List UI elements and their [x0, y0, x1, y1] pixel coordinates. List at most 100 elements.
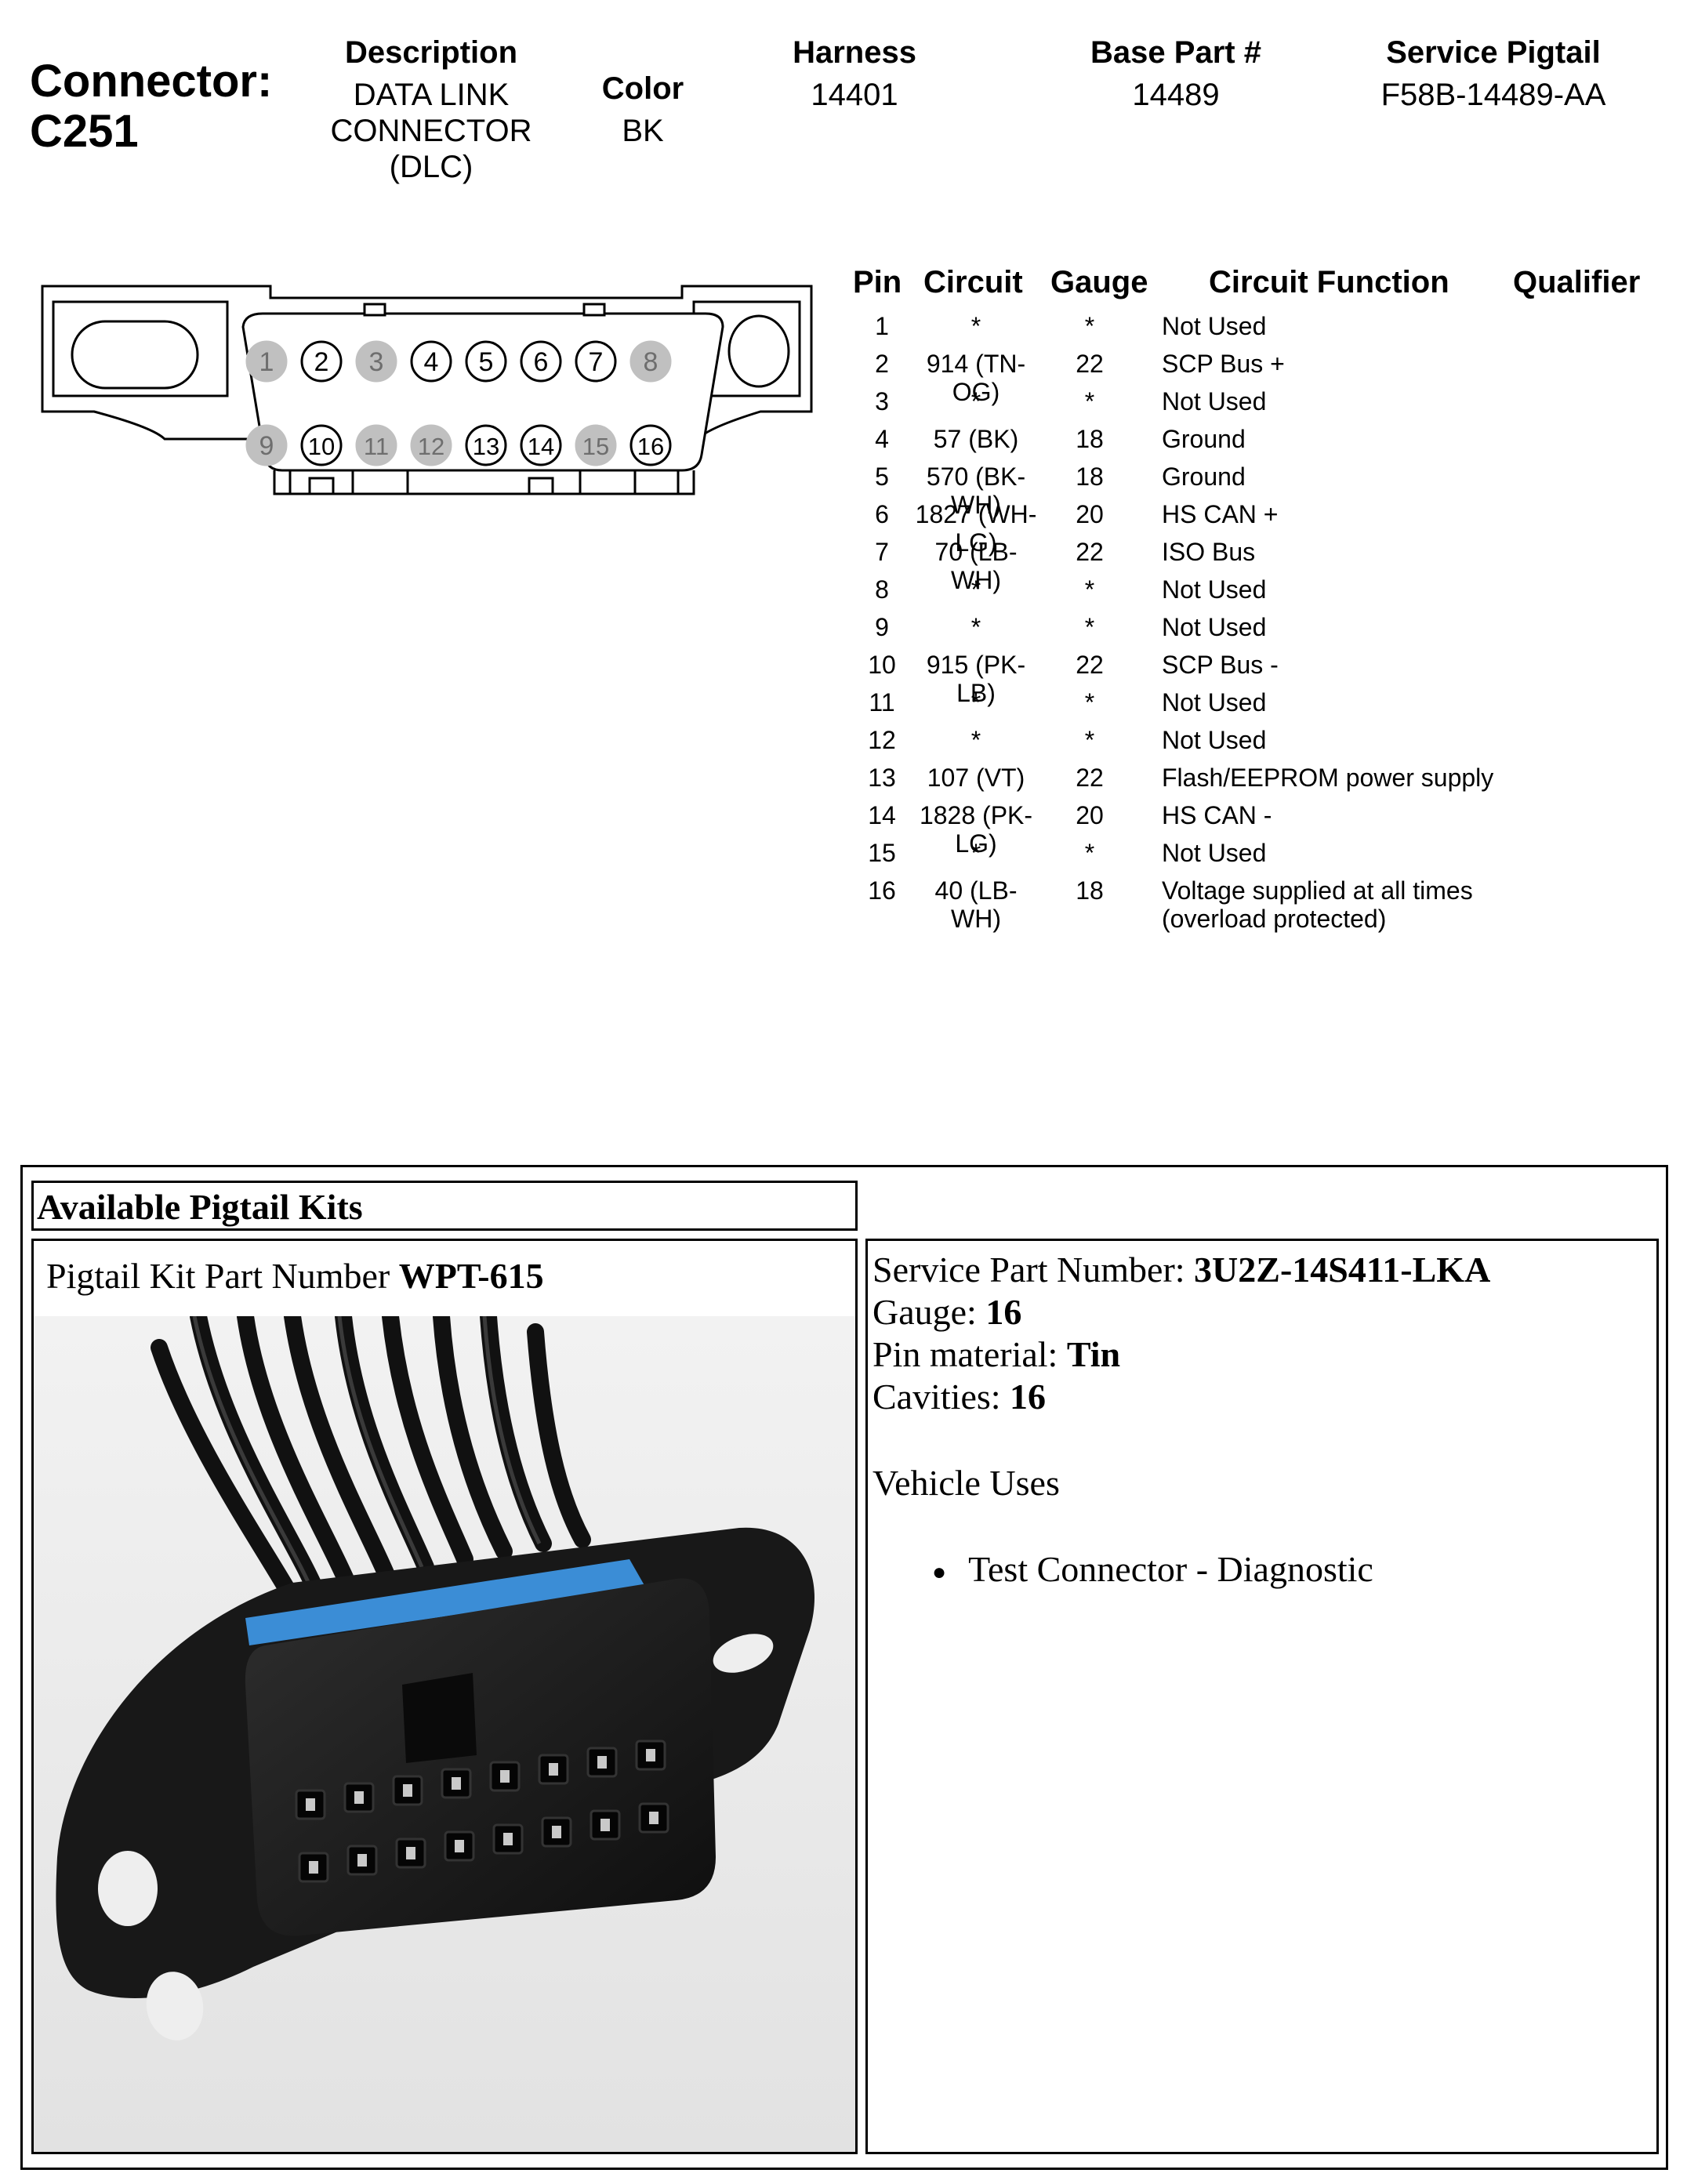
service-pigtail-heading: Service Pigtail	[1386, 35, 1601, 70]
service-part-panel: Service Part Number: 3U2Z-14S411-LKA Gau…	[865, 1239, 1659, 2154]
cavity-terminal	[600, 1819, 610, 1831]
pin-8: 8	[629, 340, 672, 383]
table-row: 12**Not Used	[823, 726, 1670, 754]
pin-10: 10	[300, 424, 343, 466]
kit-part-value: WPT-615	[398, 1256, 544, 1296]
harness-column: Harness 14401	[753, 34, 956, 113]
gauge-cell: *	[1084, 387, 1095, 415]
description-line-1: DATA LINK	[353, 78, 510, 112]
gauge-cell: 22	[1076, 538, 1104, 566]
pin-label: 9	[259, 431, 274, 461]
pin-number-cell: 12	[868, 726, 896, 754]
base-part-column: Base Part # 14489	[1050, 34, 1301, 113]
pin-circle	[575, 340, 617, 383]
pin-circle	[410, 424, 452, 466]
cavity-terminal	[549, 1763, 558, 1776]
cavity-terminal	[552, 1826, 561, 1838]
cavities-label: Cavities:	[873, 1377, 1010, 1417]
bullet-icon: ●	[932, 1559, 947, 1586]
gauge-cell: *	[1084, 726, 1095, 754]
pin-circle	[245, 424, 288, 466]
pin-2: 2	[300, 340, 343, 383]
pin-6: 6	[520, 340, 562, 383]
right-mount-hole	[727, 314, 790, 388]
pin-circle	[300, 340, 343, 383]
circuit-cell: 1827 (WH- LG)	[915, 500, 1037, 557]
cavity-terminal	[649, 1812, 658, 1824]
circuit-function-cell: HS CAN +	[1162, 500, 1279, 528]
circuit-function-cell: Ground	[1162, 425, 1246, 453]
color-value: BK	[622, 114, 664, 148]
cavity-terminal	[403, 1784, 412, 1797]
circuit-function-cell: Not Used	[1162, 575, 1267, 604]
connector-cavities	[295, 1740, 669, 1883]
base-part-heading: Base Part #	[1090, 35, 1261, 70]
pigtail-kits-frame	[20, 1165, 1668, 2170]
table-row: 11 * * Not Used	[823, 688, 1670, 717]
pin-label: 10	[308, 433, 335, 460]
pin-label: 8	[644, 347, 658, 377]
pigtail-connector-photo	[34, 1316, 855, 2152]
gauge-cell: 18	[1076, 876, 1104, 905]
service-part-number: Service Part Number: 3U2Z-14S411-LKA	[873, 1249, 1490, 1291]
pin-number-cell: 13	[868, 764, 896, 792]
cavity-terminal	[455, 1840, 464, 1852]
pin-label: 1	[259, 347, 274, 377]
circuit-cell: 1828 (PK- LG)	[919, 801, 1033, 858]
circuit-function-cell: Not Used	[1162, 726, 1267, 754]
pin-4: 4	[410, 340, 452, 383]
circuit-function-cell: Voltage supplied at all times (overload …	[1162, 876, 1473, 933]
pin-number-cell: 16	[868, 876, 896, 905]
circuit-cell: *	[970, 688, 981, 717]
connector-label: Connector:	[30, 56, 273, 107]
pin-number-cell: 8	[875, 575, 889, 604]
gauge-cell: 18	[1076, 463, 1104, 491]
pin-label: 4	[424, 347, 439, 377]
pin-circle	[520, 424, 562, 466]
circuit-cell: 107 (VT)	[927, 764, 1025, 792]
circuit-function-cell: Not Used	[1162, 613, 1267, 641]
cavity-terminal	[354, 1791, 364, 1804]
pigtail-kits-header: Available Pigtail Kits	[31, 1181, 858, 1231]
description-line-2: CONNECTOR	[330, 114, 532, 148]
pin-material-label: Pin material:	[873, 1334, 1067, 1374]
circuit-cell: *	[970, 839, 981, 867]
pin-9: 9	[245, 424, 288, 466]
qualifier-column-header: Qualifier	[1513, 265, 1641, 299]
pin-label: 12	[418, 433, 444, 460]
gauge-column-header: Gauge	[1050, 265, 1148, 299]
circuit-function-cell: ISO Bus	[1162, 538, 1256, 566]
circuit-function-cell: Not Used	[1162, 839, 1267, 867]
color-heading: Color	[601, 71, 684, 106]
pigtail-kits-heading: Available Pigtail Kits	[37, 1187, 363, 1227]
pin-number-cell: 3	[875, 387, 889, 415]
table-row: 9**Not Used	[823, 613, 1670, 641]
gauge-cell: *	[1084, 688, 1095, 717]
pin-material: Pin material: Tin	[873, 1333, 1120, 1376]
gauge-cell: *	[1084, 312, 1095, 340]
connector-title: Connector: C251	[30, 56, 272, 157]
pin-number-cell: 7	[875, 538, 889, 566]
cavity-terminal	[452, 1777, 461, 1790]
cavity-terminal	[309, 1861, 318, 1874]
pin-label: 13	[473, 433, 499, 460]
pin-label: 3	[369, 347, 384, 377]
pin-label: 14	[528, 433, 554, 460]
pin-number-cell: 14	[868, 801, 896, 829]
cavities-value: 16	[1010, 1377, 1047, 1417]
pin-circle	[300, 424, 343, 466]
service-pigtail-column: Service Pigtail F58B-14489-AA	[1348, 34, 1638, 113]
pin-material-value: Tin	[1066, 1334, 1121, 1374]
left-mount-hole	[71, 320, 199, 390]
circuit-function-cell: Not Used	[1162, 688, 1267, 717]
pin-number-cell: 11	[869, 688, 895, 717]
circuit-cell: 914 (TN- OG)	[926, 350, 1026, 406]
circuit-cell: 915 (PK- LB)	[926, 651, 1026, 707]
